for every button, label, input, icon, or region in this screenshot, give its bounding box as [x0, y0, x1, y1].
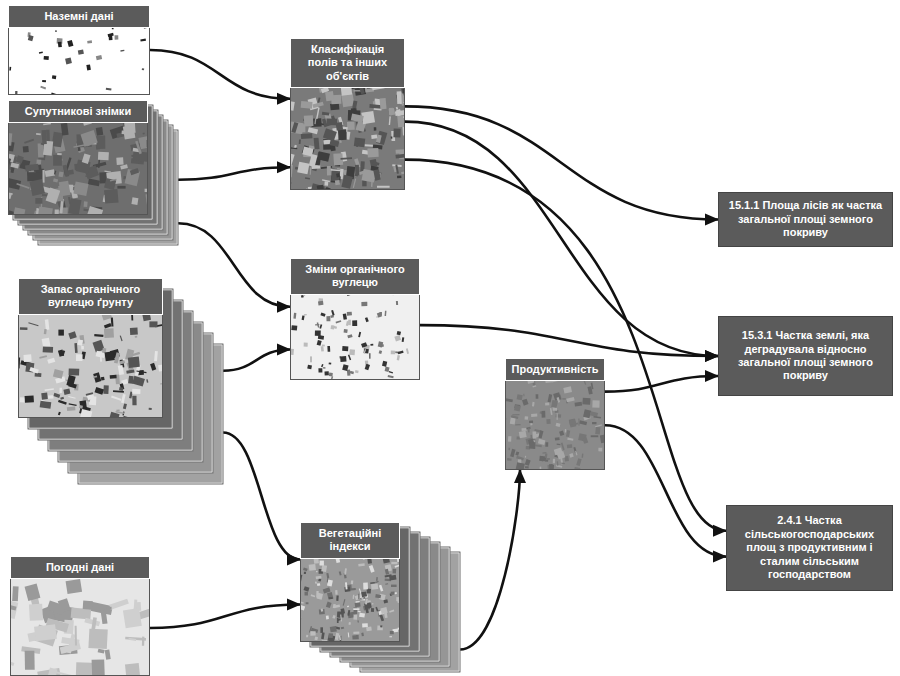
image-frame	[506, 359, 605, 470]
indicator-text: 2.4.1 Частка сільськогосподарських площ …	[734, 514, 885, 581]
layer-header: Запас органічного вуглецю ґрунту	[18, 278, 163, 315]
data-layer-box: Вегетаційні індекси	[300, 522, 460, 672]
layer-title: Запас органічного вуглецю ґрунту	[24, 283, 157, 310]
image-frame	[291, 39, 405, 190]
flow-arrow	[223, 350, 290, 371]
layer-title: Супутникові знімки	[14, 105, 142, 118]
layer-title: Наземні дані	[14, 10, 144, 23]
image-frame	[301, 523, 400, 642]
layer-title: Зміни органічного вуглецю	[296, 263, 414, 290]
flow-arrow	[178, 223, 290, 306]
image-texture	[300, 522, 400, 642]
layer-title: Погодні дані	[16, 561, 144, 574]
image-frame	[291, 259, 420, 380]
indicator-text: 15.3.1 Частка землі, яка деградувала від…	[726, 329, 885, 383]
flow-arrow	[605, 425, 726, 556]
image-texture	[18, 278, 163, 418]
indicator-box: 15.1.1 Площа лісів як частка загальної п…	[718, 192, 893, 247]
layer-header: Зміни органічного вуглецю	[290, 258, 420, 295]
image-frame	[9, 101, 148, 215]
data-layer-box: Зміни органічного вуглецю	[290, 258, 420, 380]
flow-arrow	[405, 122, 718, 356]
layer-title: Класифікація полів та інших об'єктів	[296, 43, 399, 83]
image-texture	[505, 358, 605, 470]
indicator-text: 15.1.1 Площа лісів як частка загальної п…	[726, 199, 885, 239]
layer-header: Вегетаційні індекси	[300, 522, 400, 559]
layer-title: Продуктивність	[511, 363, 599, 376]
flow-arrow	[150, 605, 300, 629]
data-layer-box: Класифікація полів та інших об'єктів	[290, 38, 405, 190]
indicator-box: 15.3.1 Частка землі, яка деградувала від…	[718, 316, 893, 396]
layer-title: Вегетаційні індекси	[306, 527, 394, 554]
data-layer-box: Запас органічного вуглецю ґрунту	[18, 278, 223, 484]
image-texture	[10, 556, 150, 676]
image-texture	[290, 258, 420, 380]
image-frame	[11, 557, 150, 676]
image-frame	[9, 6, 150, 95]
flow-arrow	[460, 470, 520, 650]
layer-header: Продуктивність	[505, 358, 605, 381]
flow-arrow	[405, 160, 726, 531]
flow-arrow	[178, 167, 290, 180]
data-layer-box: Наземні дані	[8, 5, 150, 95]
image-texture	[8, 100, 148, 215]
image-texture	[290, 38, 405, 190]
data-layer-box: Погодні дані	[10, 556, 150, 676]
flow-arrow	[605, 376, 718, 392]
image-texture	[8, 5, 150, 95]
layer-header: Наземні дані	[8, 5, 150, 28]
layer-header: Погодні дані	[10, 556, 150, 579]
layer-header: Супутникові знімки	[8, 100, 148, 123]
flow-arrow	[150, 50, 290, 99]
flow-arrow	[420, 325, 718, 356]
layer-header: Класифікація полів та інших об'єктів	[290, 38, 405, 88]
indicator-box: 2.4.1 Частка сільськогосподарських площ …	[726, 505, 893, 591]
flow-arrow	[223, 433, 300, 560]
data-layer-box: Супутникові знімки	[8, 100, 178, 245]
data-layer-box: Продуктивність	[505, 358, 605, 470]
image-frame	[19, 279, 163, 418]
